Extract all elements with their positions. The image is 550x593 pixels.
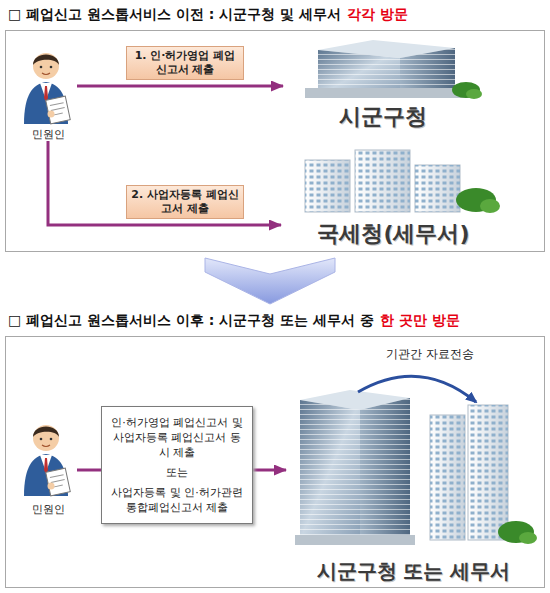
building-label: 시군구청 bbox=[339, 102, 427, 131]
office-building: 국세청(세무서) bbox=[281, 146, 506, 248]
document-box: 인·허가영업 폐업신고서 및 사업자등록 폐업신고서 동시 제출또는사업자등록 … bbox=[101, 406, 253, 524]
document-text: 인·허가영업 폐업신고서 및 사업자등록 폐업신고서 동시 제출 bbox=[108, 415, 246, 460]
building-label: 국세청(세무서) bbox=[317, 219, 469, 248]
heading-emphasis: 각각 방문 bbox=[347, 4, 408, 24]
transfer-note: 기관간 자료전송 bbox=[386, 347, 474, 362]
heading-text: □ 폐업신고 원스톱서비스 이후 : 시군구청 또는 세무서 중 bbox=[8, 310, 374, 330]
panel-frame: □ 폐업신고 원스톱서비스 이후 : 시군구청 또는 세무서 중한 곳만 방문민… bbox=[5, 336, 545, 588]
document-text: 사업자등록 및 인·허가관련 통합폐업신고서 제출 bbox=[108, 485, 246, 515]
connector-word: 또는 bbox=[108, 465, 246, 480]
person-figure: 민원인 bbox=[19, 49, 77, 141]
flow-arrow bbox=[77, 469, 101, 472]
flow-arrow bbox=[48, 141, 281, 225]
heading-text: □ 폐업신고 원스톱서비스 이전 : 시군구청 및 세무서 bbox=[8, 4, 341, 24]
form-label: 2. 사업자등록 폐업신고서 제출 bbox=[126, 185, 244, 219]
heading-emphasis: 한 곳만 방문 bbox=[380, 310, 460, 330]
form-label: 1. 인·허가영업 폐업신고서 제출 bbox=[126, 46, 244, 80]
person-label: 민원인 bbox=[32, 502, 65, 516]
building-group: 시군구청 또는 세무서 bbox=[286, 346, 541, 584]
flow-arrow bbox=[253, 469, 286, 472]
flow-arrow bbox=[77, 85, 283, 88]
person-figure: 민원인 bbox=[19, 421, 77, 516]
panel-heading: □ 폐업신고 원스톱서비스 이후 : 시군구청 또는 세무서 중 한 곳만 방문 bbox=[8, 310, 460, 330]
panel-heading: □ 폐업신고 원스톱서비스 이전 : 시군구청 및 세무서 각각 방문 bbox=[8, 4, 408, 24]
office-building: 시군구청 bbox=[283, 39, 483, 131]
person-label: 민원인 bbox=[32, 127, 65, 141]
building-label: 시군구청 또는 세무서 bbox=[317, 558, 511, 584]
panel-frame: □ 폐업신고 원스톱서비스 이전 : 시군구청 및 세무서각각 방문민원인시군구… bbox=[5, 30, 545, 252]
